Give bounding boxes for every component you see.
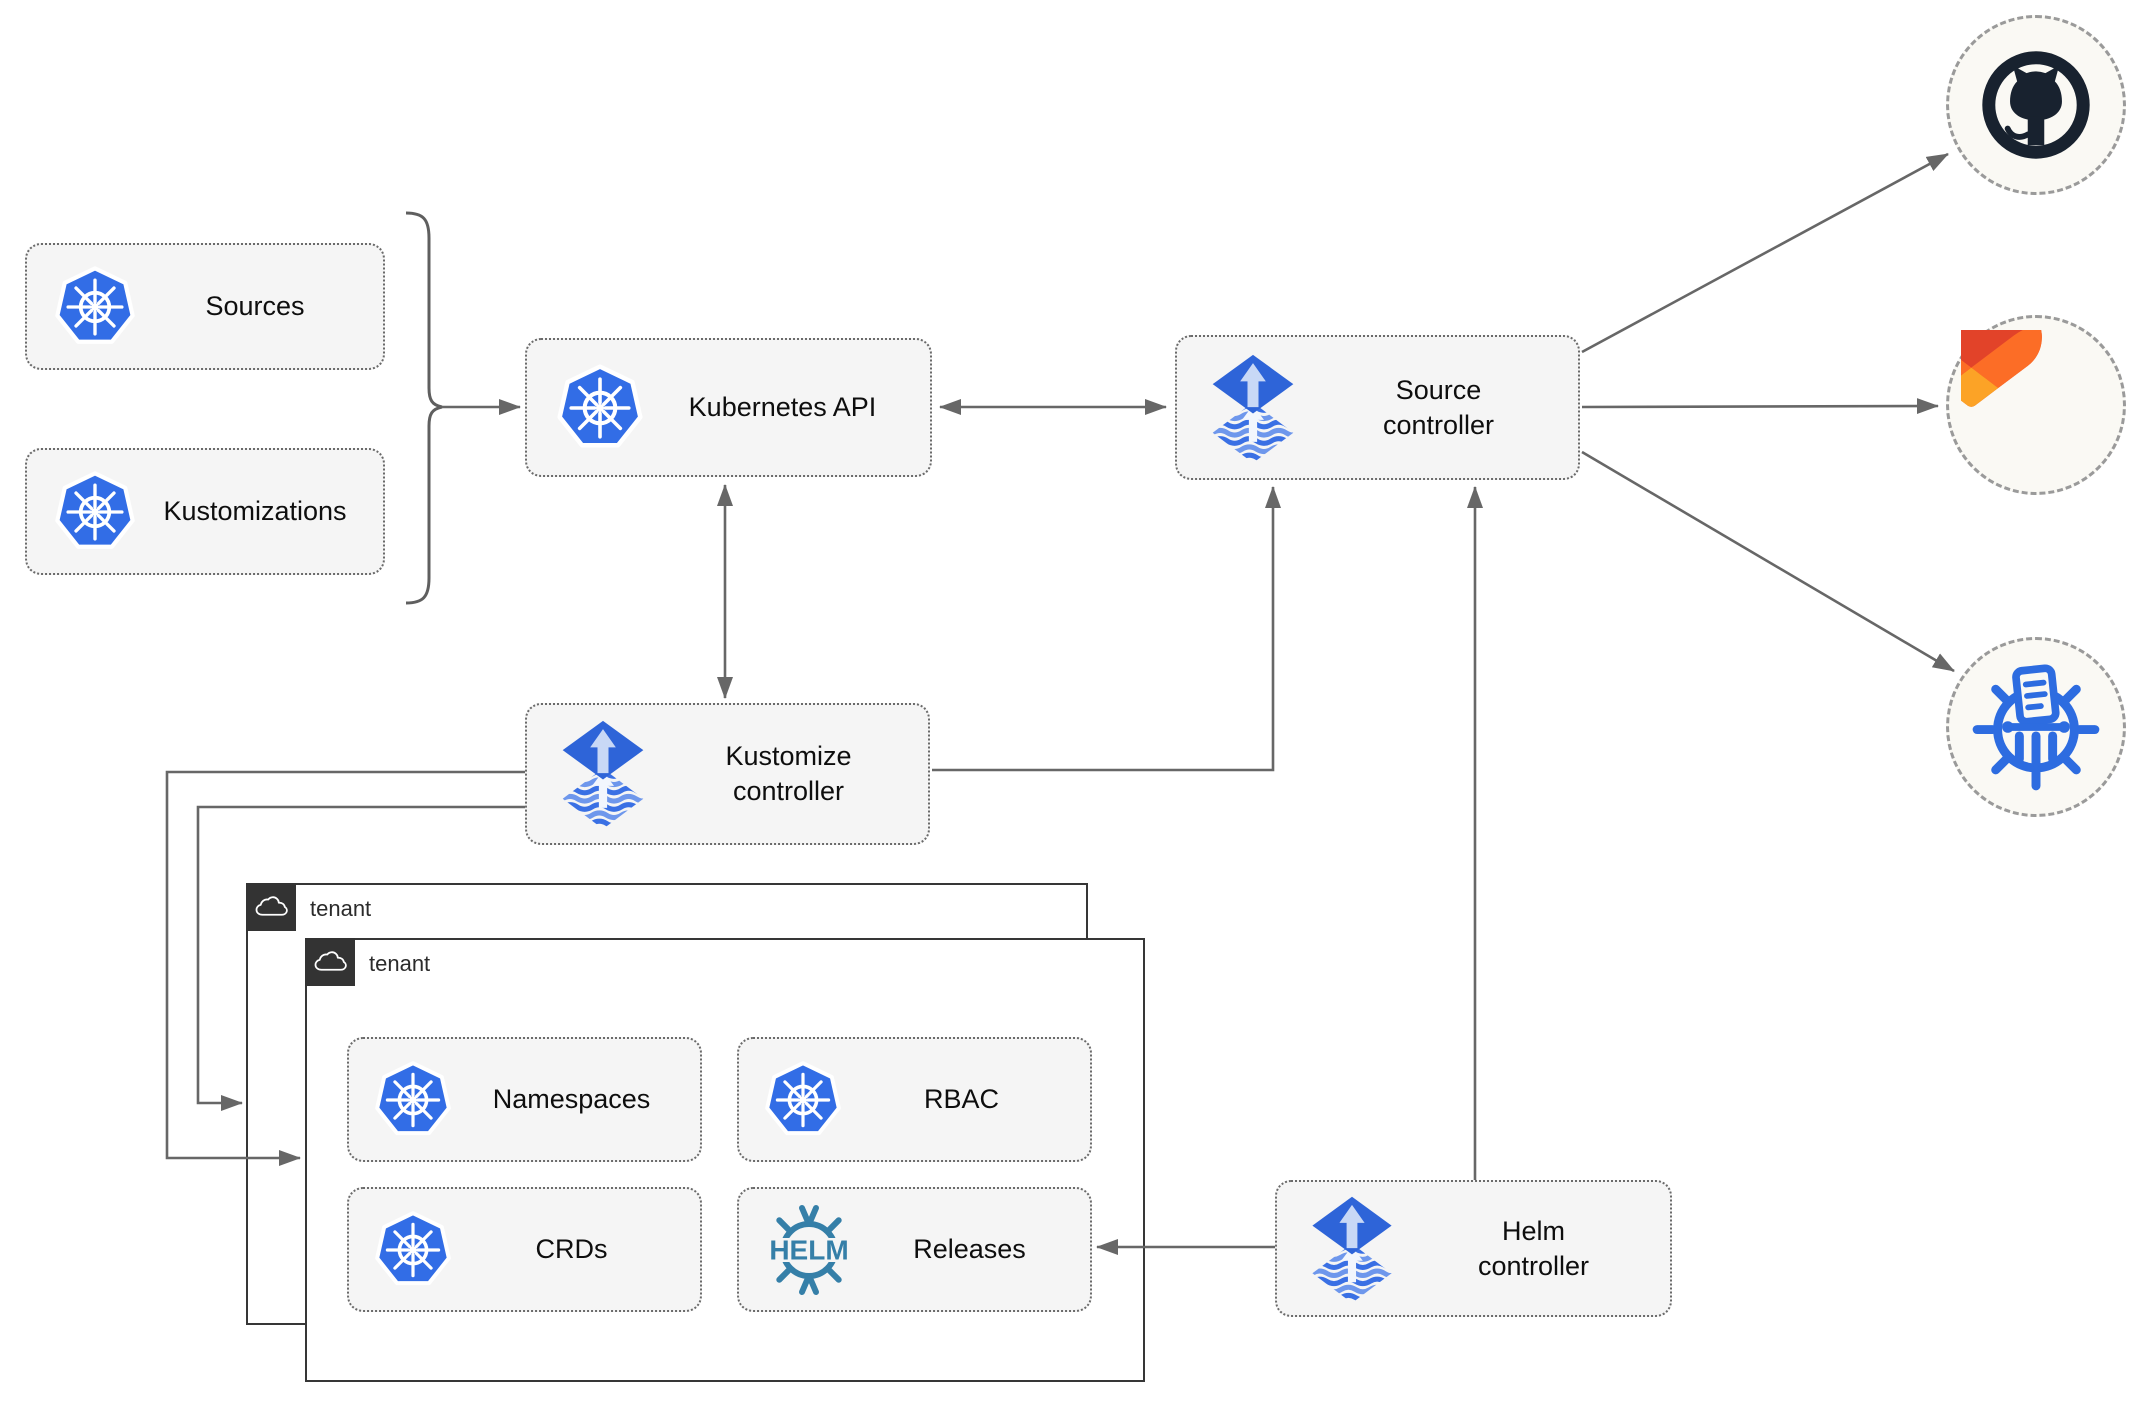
node-label: Kubernetes API: [688, 392, 877, 423]
cloud-icon: [246, 883, 296, 931]
kubernetes-api-node: Kubernetes API: [525, 338, 932, 477]
releases-node: Releases: [737, 1187, 1092, 1312]
kubernetes-icon: [373, 1210, 453, 1290]
helm-controller-node: Helm controller: [1275, 1180, 1672, 1317]
arrow-source-to-gitlab: [1581, 398, 1939, 415]
gitlab-node: [1946, 315, 2126, 495]
github-icon: [1977, 46, 2095, 164]
arrow-source-to-chart-repository: [1581, 450, 1955, 673]
node-label: Source controller: [1382, 374, 1495, 440]
node-label: Kustomize controller: [725, 741, 852, 806]
node-label: Sources: [205, 291, 305, 322]
rbac-node: RBAC: [737, 1037, 1092, 1162]
kubernetes-icon: [53, 470, 137, 554]
node-label: Kustomizations: [163, 496, 347, 527]
kubernetes-icon: [373, 1060, 453, 1140]
node-label: Namespaces: [492, 1084, 651, 1115]
kubernetes-icon: [763, 1060, 843, 1140]
flux-icon: [1307, 1195, 1397, 1303]
chart-repository-icon: [1972, 663, 2100, 791]
flux-icon: [557, 719, 649, 829]
gitlab-icon: [1961, 330, 2111, 480]
kustomizations-node: Kustomizations: [25, 448, 385, 575]
tenant-label: tenant: [310, 896, 372, 921]
node-label: Releases: [913, 1234, 1026, 1265]
node-label: Helm controller: [1477, 1215, 1590, 1281]
arrow-kustomize-to-source: [932, 486, 1281, 772]
kustomize-controller-node: Kustomize controller: [525, 703, 930, 845]
brace-connector: [405, 211, 443, 605]
tenant-box-front: tenant Namespaces RBAC CRDs Releases: [305, 938, 1145, 1382]
cloud-icon: [305, 938, 355, 986]
github-node: [1946, 15, 2126, 195]
helm-icon: [759, 1200, 859, 1300]
sources-node: Sources: [25, 243, 385, 370]
flux-icon: [1207, 353, 1299, 463]
arrow-source-to-github: [1581, 152, 1949, 354]
node-label: CRDs: [535, 1234, 608, 1265]
kubernetes-icon: [555, 363, 645, 453]
kubernetes-icon: [53, 265, 137, 349]
source-controller-node: Source controller: [1175, 335, 1580, 480]
tenant-label: tenant: [369, 951, 431, 976]
crds-node: CRDs: [347, 1187, 702, 1312]
node-label: RBAC: [923, 1084, 999, 1115]
helm-chart-repository-node: [1946, 637, 2126, 817]
namespaces-node: Namespaces: [347, 1037, 702, 1162]
